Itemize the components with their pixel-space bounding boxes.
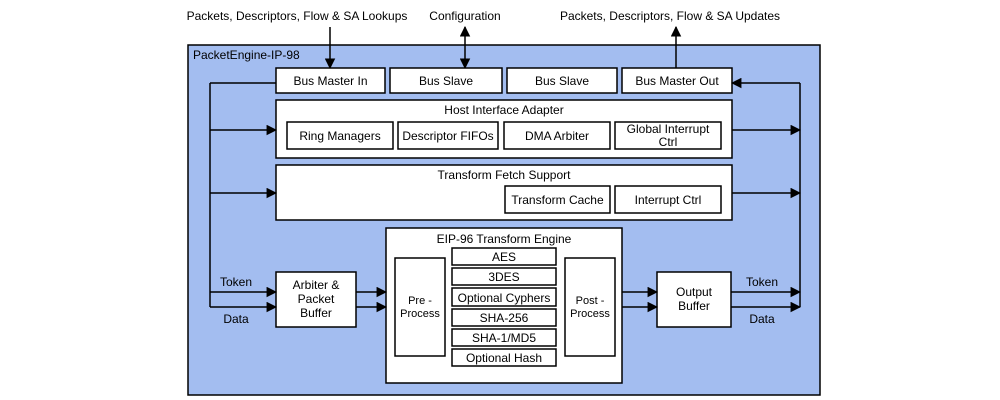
bus-master-in-label: Bus Master In [293, 74, 367, 88]
optional-hash-label: Optional Hash [466, 351, 542, 365]
global-interrupt-ctrl-box [614, 121, 722, 150]
pre-process-box [394, 257, 446, 357]
dma-arbiter-label: DMA Arbiter [525, 129, 589, 143]
arbiter-label-1: Arbiter & [293, 278, 340, 292]
interrupt-ctrl-box [614, 185, 722, 214]
post-process-label-1: Post - [576, 295, 605, 307]
top-label-updates: Packets, Descriptors, Flow & SA Updates [560, 9, 780, 23]
sha1-md5-box [451, 328, 557, 347]
packet-engine-title: PacketEngine-IP-98 [193, 48, 300, 62]
sha1-md5-label: SHA-1/MD5 [472, 331, 536, 345]
output-buffer-box [656, 271, 732, 328]
descriptor-fifos-box [397, 121, 499, 150]
sha256-label: SHA-256 [480, 311, 529, 325]
right-token-label: Token [746, 275, 778, 289]
arbiter-packet-buffer-box [275, 271, 357, 328]
bus-slave-1-box [389, 67, 503, 94]
aes-label: AES [492, 250, 516, 264]
transform-fetch-support-title: Transform Fetch Support [438, 168, 572, 182]
3des-label: 3DES [488, 270, 519, 284]
interrupt-ctrl-label: Interrupt Ctrl [635, 193, 702, 207]
arbiter-label-2: Packet [298, 292, 335, 306]
ring-managers-label: Ring Managers [299, 129, 380, 143]
pre-process-label-2: Process [400, 308, 440, 320]
ring-managers-box [286, 121, 394, 150]
optional-hash-box [451, 348, 557, 367]
3des-box [451, 267, 557, 286]
optional-cyphers-box [451, 287, 557, 307]
pre-process-label-1: Pre - [408, 295, 432, 307]
global-interrupt-ctrl-label-1: Global Interrupt [627, 122, 710, 136]
top-label-configuration: Configuration [429, 9, 500, 23]
bus-slave-1-label: Bus Slave [419, 74, 473, 88]
top-label-lookups: Packets, Descriptors, Flow & SA Lookups [187, 9, 408, 23]
transform-cache-label: Transform Cache [511, 193, 604, 207]
bus-slave-2-box [506, 67, 618, 94]
post-process-label-2: Process [570, 308, 610, 320]
left-data-label: Data [223, 312, 249, 326]
post-process-box [564, 257, 616, 357]
global-interrupt-ctrl-label-2: Ctrl [659, 135, 678, 149]
bus-master-out-label: Bus Master Out [635, 74, 719, 88]
arbiter-label-3: Buffer [300, 306, 332, 320]
host-interface-adapter-title: Host Interface Adapter [444, 103, 563, 117]
bus-master-out-box [621, 67, 733, 94]
output-buffer-label-1: Output [676, 285, 713, 299]
transform-cache-box [504, 185, 611, 214]
aes-box [451, 247, 557, 266]
sha256-box [451, 308, 557, 327]
bus-slave-2-label: Bus Slave [535, 74, 589, 88]
bus-master-in-box [275, 67, 386, 94]
optional-cyphers-label: Optional Cyphers [458, 291, 551, 305]
eip96-title: EIP-96 Transform Engine [437, 232, 572, 246]
left-token-label: Token [220, 275, 252, 289]
descriptor-fifos-label: Descriptor FIFOs [402, 129, 493, 143]
right-data-label: Data [749, 312, 775, 326]
output-buffer-label-2: Buffer [678, 299, 710, 313]
dma-arbiter-box [503, 121, 611, 150]
